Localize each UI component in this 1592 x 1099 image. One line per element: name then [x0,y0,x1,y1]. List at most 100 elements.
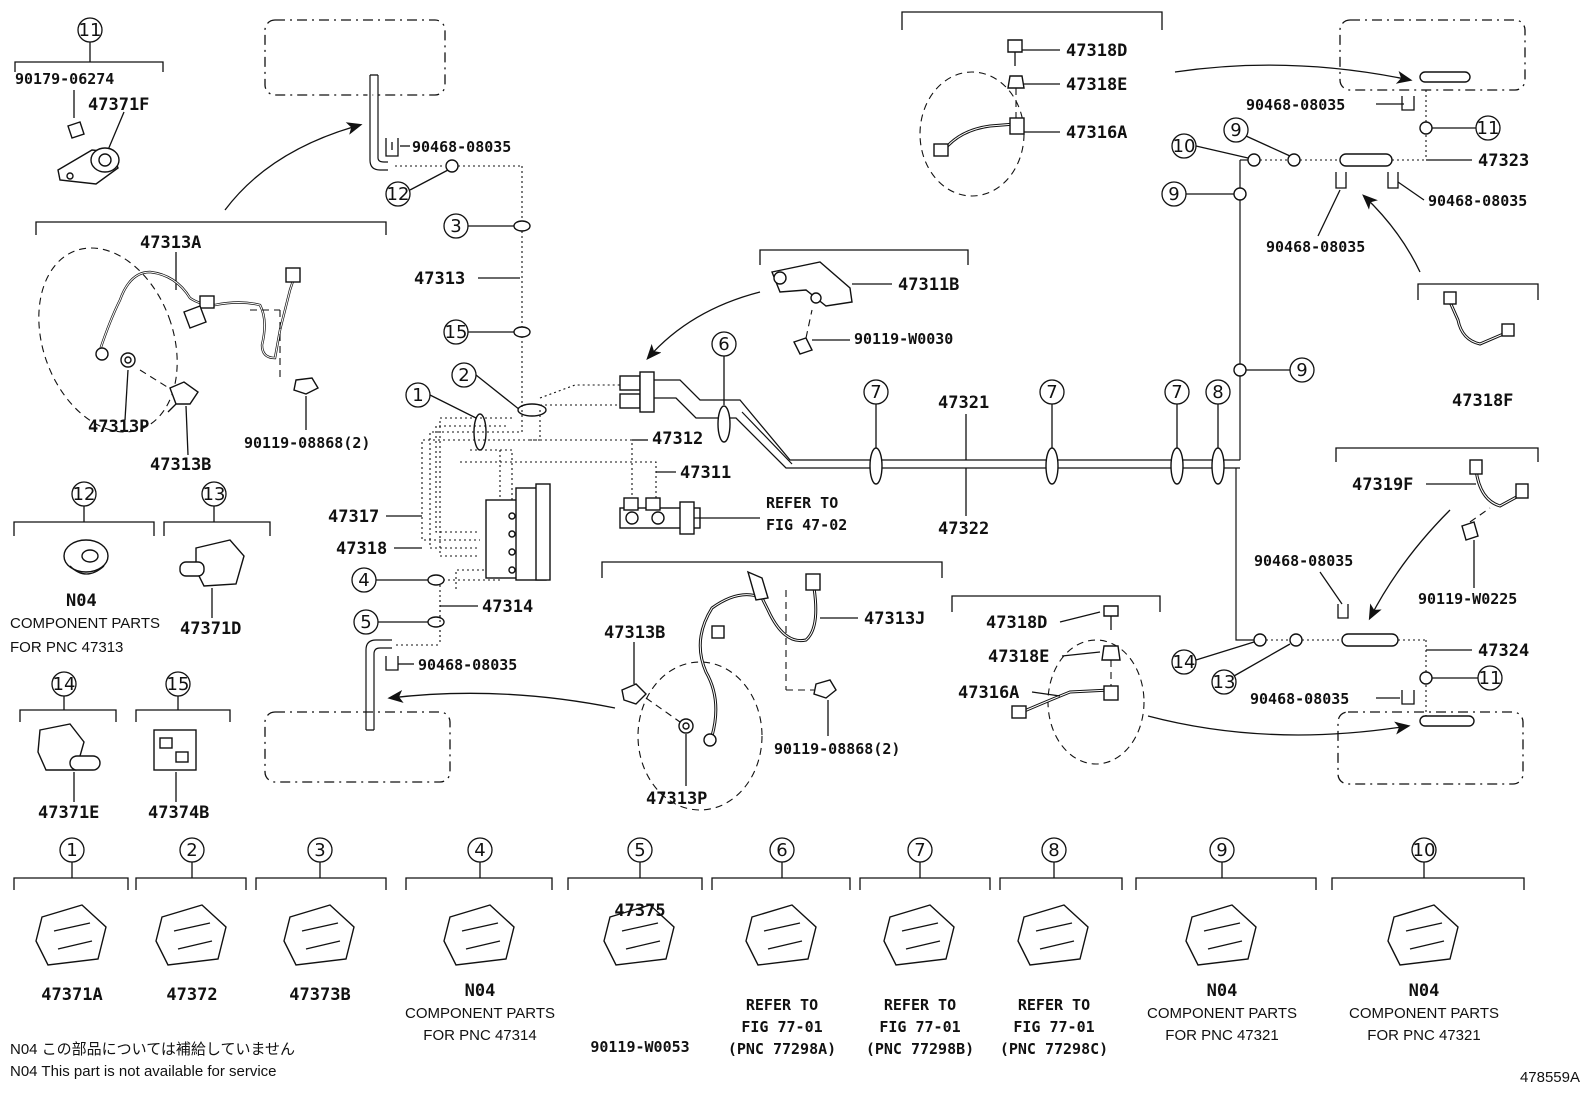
legend-part-4-icon [443,904,515,966]
callout-9-c: 9 [1296,360,1307,381]
label-90468-right-d: 90468-08035 [1250,690,1349,708]
legend-label-5-a: 47375 [614,901,665,921]
label-component-parts-47313-a: COMPONENT PARTS [10,615,160,632]
label-47323: 47323 [1478,151,1529,171]
callout-15-main: 15 [445,322,468,343]
clip-47371D-icon [179,539,245,587]
legend-part-10-icon [1387,904,1459,966]
legend-part-7-icon [883,904,955,966]
label-90119-08868-b: 90119-08868(2) [774,740,900,758]
label-47313: 47313 [414,269,465,289]
location-box-top-left [264,19,446,96]
callout-11-lower: 11 [1479,668,1502,689]
label-47313J: 47313J [864,609,925,629]
label-component-parts-47313-b: FOR PNC 47313 [10,639,123,656]
label-47371D: 47371D [180,619,241,639]
callout-3-main: 3 [450,216,461,237]
bracket-47311B-icon [771,261,853,307]
callout-5-main: 5 [360,612,371,633]
legend-label-9-1: COMPONENT PARTS [1147,1005,1297,1022]
callout-11-upper: 11 [1477,118,1500,139]
location-box-bottom-right [1337,711,1524,785]
legend-label-6-2: (PNC 77298A) [728,1040,836,1058]
label-90119-08868-a: 90119-08868(2) [244,434,370,452]
bolt-47313B-icon [167,381,199,413]
bolt-47313B-b-icon [621,683,647,705]
callout-9-a: 9 [1168,184,1179,205]
legend-part-2-icon [155,904,227,966]
label-47318E-top: 47318E [1066,75,1127,95]
label-90119-W0030: 90119-W0030 [854,330,953,348]
legend-part-3-icon [283,904,355,966]
callout-11: 11 [79,20,102,41]
label-47314: 47314 [482,597,533,617]
brake-hose-47313J-icon [678,570,821,747]
label-90468-bottom-left: 90468-08035 [418,656,517,674]
label-47318: 47318 [336,539,387,559]
label-47311: 47311 [680,463,731,483]
label-47319F: 47319F [1352,475,1413,495]
hose-47319F-icon [1461,459,1529,541]
label-90468-top-left: 90468-08035 [412,138,511,156]
legend-label-6-0: REFER TO [746,996,818,1014]
label-47318D-bottom: 47318D [986,613,1047,633]
label-47318F: 47318F [1452,391,1513,411]
callout-6-main: 6 [718,334,729,355]
legend-callout-2: 2 [186,840,197,861]
grommet-N04-icon [63,539,109,575]
clip-47374B-icon [153,729,197,771]
label-47316A-bottom: 47316A [958,683,1019,703]
legend-label-7-1: FIG 77-01 [879,1018,960,1036]
legend-label-5-b: 90119-W0053 [590,1038,689,1056]
callout-2-main: 2 [458,365,469,386]
label-47318E-bottom: 47318E [988,647,1049,667]
bolt-90119-08868-b-icon [813,679,837,699]
legend-part-9-icon [1185,904,1257,966]
legend-callout-6: 6 [776,840,787,861]
label-refer-to-a: REFER TO [766,494,838,512]
label-90179-06274: 90179-06274 [15,70,114,88]
legend-label-10-2: FOR PNC 47321 [1367,1027,1480,1044]
legend-label-6-1: FIG 77-01 [741,1018,822,1036]
label-47371E: 47371E [38,803,99,823]
clip-47371E-icon [37,723,101,771]
callout-8-main: 8 [1212,382,1223,403]
label-47316A-top: 47316A [1066,123,1127,143]
legend-callout-4: 4 [474,840,485,861]
footnote-japanese: N04 この部品については補給していません [10,1041,295,1058]
label-47313A: 47313A [140,233,201,253]
callout-4-main: 4 [358,570,369,591]
label-47313P-a: 47313P [88,417,149,437]
label-47311B: 47311B [898,275,959,295]
location-box-bottom-left [264,711,451,783]
callout-7-b: 7 [1046,382,1057,403]
legend-label-7-2: (PNC 77298B) [866,1040,974,1058]
legend-callout-7: 7 [914,840,925,861]
legend-label-4-0: N04 [465,981,496,1001]
legend-part-8-icon [1017,904,1089,966]
legend-label-8-0: REFER TO [1018,996,1090,1014]
label-47313B-a: 47313B [150,455,211,475]
footnote-english: N04 This part is not available for servi… [10,1063,277,1080]
label-47313P-b: 47313P [646,789,707,809]
figure-id: 478559A [1520,1069,1580,1086]
callout-10-main: 10 [1173,136,1196,157]
callout-15-legend: 15 [167,674,190,695]
legend-callout-5: 5 [634,840,645,861]
legend-label-10-1: COMPONENT PARTS [1349,1005,1499,1022]
hose-47316A-top-icon [933,39,1025,157]
legend-callout-10: 10 [1413,840,1436,861]
hose-47316A-bottom-icon [1011,605,1121,719]
legend-callout-1: 1 [66,840,77,861]
legend-label-9-2: FOR PNC 47321 [1165,1027,1278,1044]
label-47371F: 47371F [88,95,149,115]
label-90468-right-top: 90468-08035 [1246,96,1345,114]
label-fig-47-02: FIG 47-02 [766,516,847,534]
legend-label-3-0: 47373B [289,985,350,1005]
callout-group-11-top: 11 90179-06274 47371F [14,17,164,185]
